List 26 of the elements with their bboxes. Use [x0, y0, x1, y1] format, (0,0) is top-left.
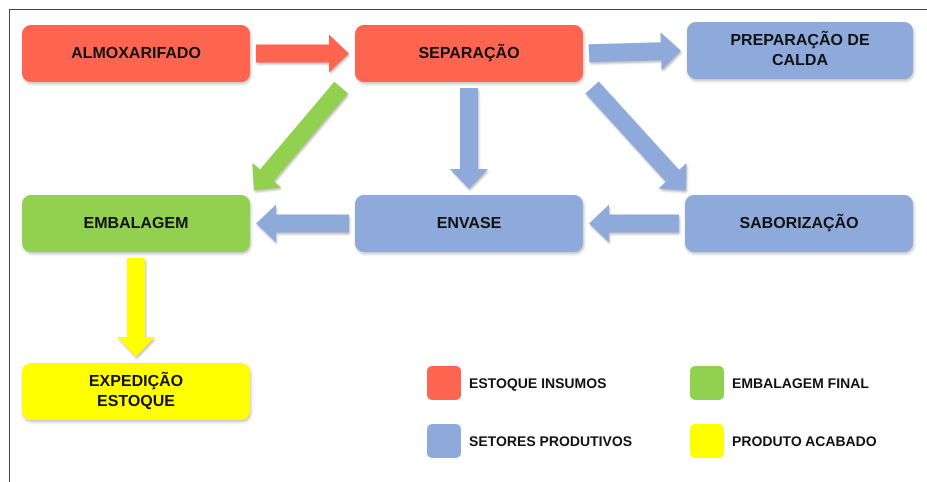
box-label: ENVASE	[436, 214, 502, 234]
block-arrow	[585, 81, 686, 191]
box-label: EXPEDIÇÃO ESTOQUE	[88, 372, 184, 411]
block-arrow	[252, 82, 348, 190]
box-label: PREPARAÇÃO DE CALDA	[729, 31, 871, 70]
block-arrow	[450, 88, 488, 189]
box-label: SEPARAÇÃO	[418, 44, 520, 64]
block-arrow	[117, 258, 155, 357]
legend-label: EMBALAGEM FINAL	[732, 375, 869, 391]
block-arrow	[588, 32, 681, 70]
process-box	[685, 195, 913, 252]
legend-label: SETORES PRODUTIVOS	[469, 433, 632, 449]
process-box	[22, 363, 250, 420]
legend-label: PRODUTO ACABADO	[732, 433, 877, 449]
legend-label: ESTOQUE INSUMOS	[469, 375, 606, 391]
block-arrow	[256, 34, 349, 72]
process-box	[355, 195, 583, 252]
box-label: SABORIZAÇÃO	[739, 214, 859, 234]
process-box	[22, 25, 250, 82]
box-label: EMBALAGEM	[84, 214, 188, 234]
process-box	[355, 25, 583, 82]
box-label: ALMOXARIFADO	[71, 44, 201, 64]
process-box	[687, 22, 913, 79]
block-arrow	[256, 204, 349, 242]
process-box	[22, 195, 250, 252]
block-arrow	[589, 204, 679, 242]
